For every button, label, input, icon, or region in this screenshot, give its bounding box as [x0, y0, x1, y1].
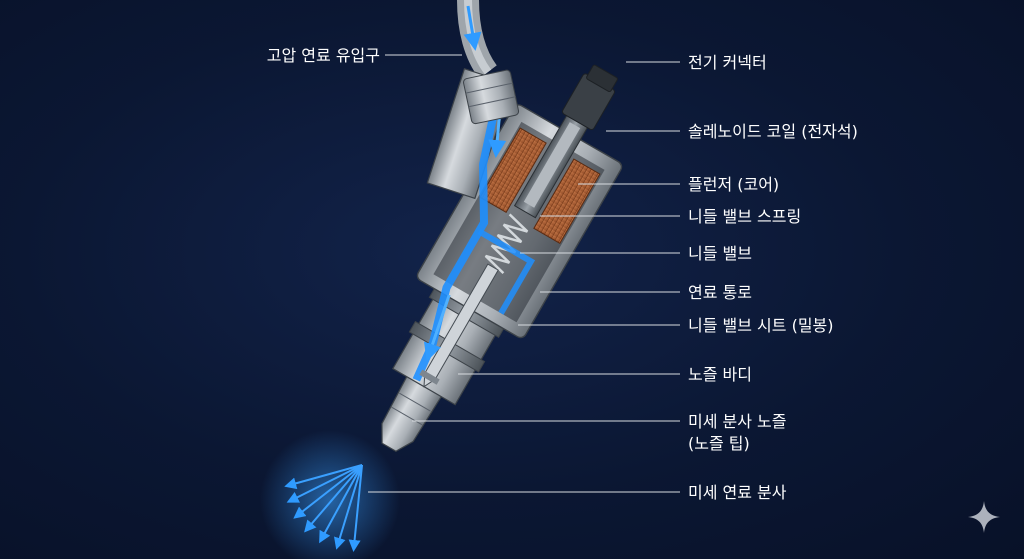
label-spray: 미세 연료 분사 [688, 483, 787, 502]
label-connector: 전기 커넥터 [688, 53, 767, 72]
label-plunger: 플런저 (코어) [688, 175, 780, 194]
needle-seat [419, 369, 440, 385]
fuel-inflow-arrow [463, 5, 482, 51]
label-tip-line1: 미세 분사 노즐 [688, 412, 787, 431]
label-needle: 니들 밸브 [688, 244, 752, 263]
injector-assembly [381, 64, 623, 452]
fuel-spray [284, 464, 363, 552]
label-spring: 니들 밸브 스프링 [688, 207, 802, 226]
inlet-fitting [463, 69, 520, 125]
label-body: 노즐 바디 [688, 365, 752, 384]
label-coil: 솔레노이드 코일 (전자석) [688, 122, 858, 141]
label-passage: 연료 통로 [688, 283, 752, 302]
solenoid-coil-right [533, 158, 601, 245]
needle-spring [484, 213, 529, 275]
leader-lines [368, 54, 680, 493]
label-tip-line2: (노즐 팁) [688, 434, 750, 453]
label-seat: 니들 밸브 시트 (밀봉) [688, 316, 834, 335]
sparkle-icon [968, 501, 1000, 533]
label-fuel-inlet: 고압 연료 유입구 [266, 46, 380, 65]
solenoid-coil-left [479, 127, 547, 214]
spray-glow [260, 430, 400, 559]
